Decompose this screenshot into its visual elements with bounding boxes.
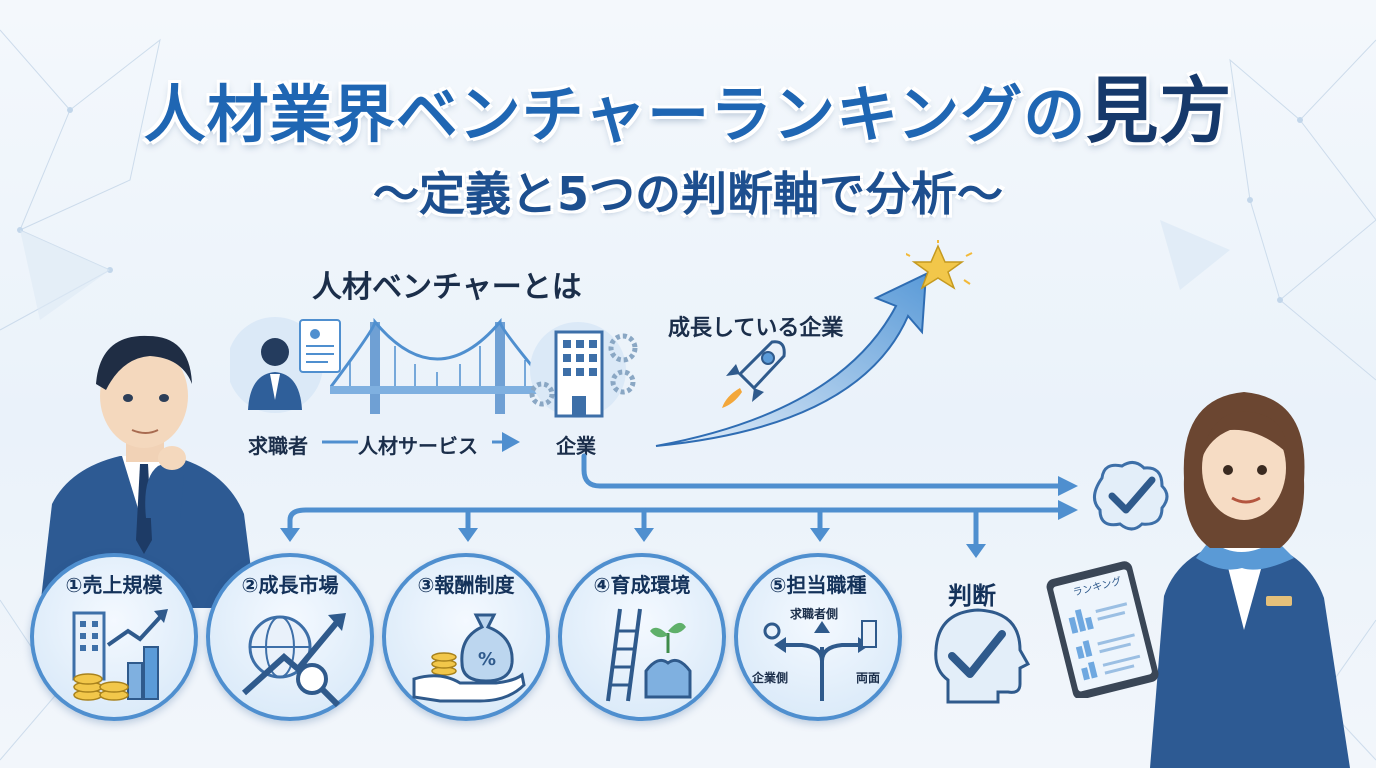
job-type-right-label: 両面: [856, 671, 881, 685]
job-type-top-label: 求職者側: [790, 607, 839, 621]
page-subtitle: 〜定義と5つの判断軸で分析〜: [372, 167, 1003, 221]
company-building-icon: [529, 322, 638, 418]
criterion-label: ⑤担当職種: [769, 573, 867, 597]
service-flow-arrow: [322, 432, 520, 452]
businesswoman-illustration: [1150, 392, 1350, 768]
tablet-icon: [1046, 561, 1159, 698]
definition-heading: 人材ベンチャーとは: [312, 270, 582, 305]
branch-arrows-icon: [763, 620, 877, 701]
growth-arrow: [655, 272, 928, 447]
title-accent: 見方: [1086, 69, 1233, 153]
service-label: 人材サービス: [358, 434, 478, 458]
bridge-icon: [330, 318, 550, 414]
job-seeker-icon: [230, 317, 341, 413]
judgment-head-icon: [934, 608, 1030, 704]
page-title: 人材業界ベンチャーランキングの見方: [0, 52, 1376, 157]
rocket-icon: [722, 340, 786, 408]
brain-check-icon: [1093, 461, 1169, 531]
criterion-label: ④育成環境: [593, 573, 691, 597]
criterion-growth-market: ②成長市場: [206, 553, 374, 721]
criterion-label: ③報酬制度: [417, 573, 515, 597]
star-icon: [906, 240, 973, 290]
title-main: 人材業界ベンチャーランキングの: [143, 78, 1087, 151]
growth-label: 成長している企業: [668, 316, 844, 341]
svg-text:%: %: [478, 649, 496, 670]
judgment-label: 判断: [948, 582, 996, 610]
company-label: 企業: [556, 434, 596, 458]
job-seeker-label: 求職者: [248, 434, 308, 458]
criterion-training: ④育成環境: [558, 553, 726, 721]
job-type-left-label: 企業側: [752, 671, 789, 685]
criterion-job-type: ⑤担当職種 求職者側 企業側 両面: [734, 553, 902, 721]
criterion-compensation: ③報酬制度 %: [382, 553, 550, 721]
criterion-label: ①売上規模: [65, 573, 163, 597]
globe-growth-icon: [241, 613, 346, 708]
ladder-sprout-icon: [606, 608, 692, 702]
criterion-sales-scale: ①売上規模: [30, 553, 198, 721]
criterion-label: ②成長市場: [241, 573, 339, 597]
money-bag-hand-icon: %: [412, 613, 526, 703]
sales-chart-icon: [72, 609, 168, 701]
